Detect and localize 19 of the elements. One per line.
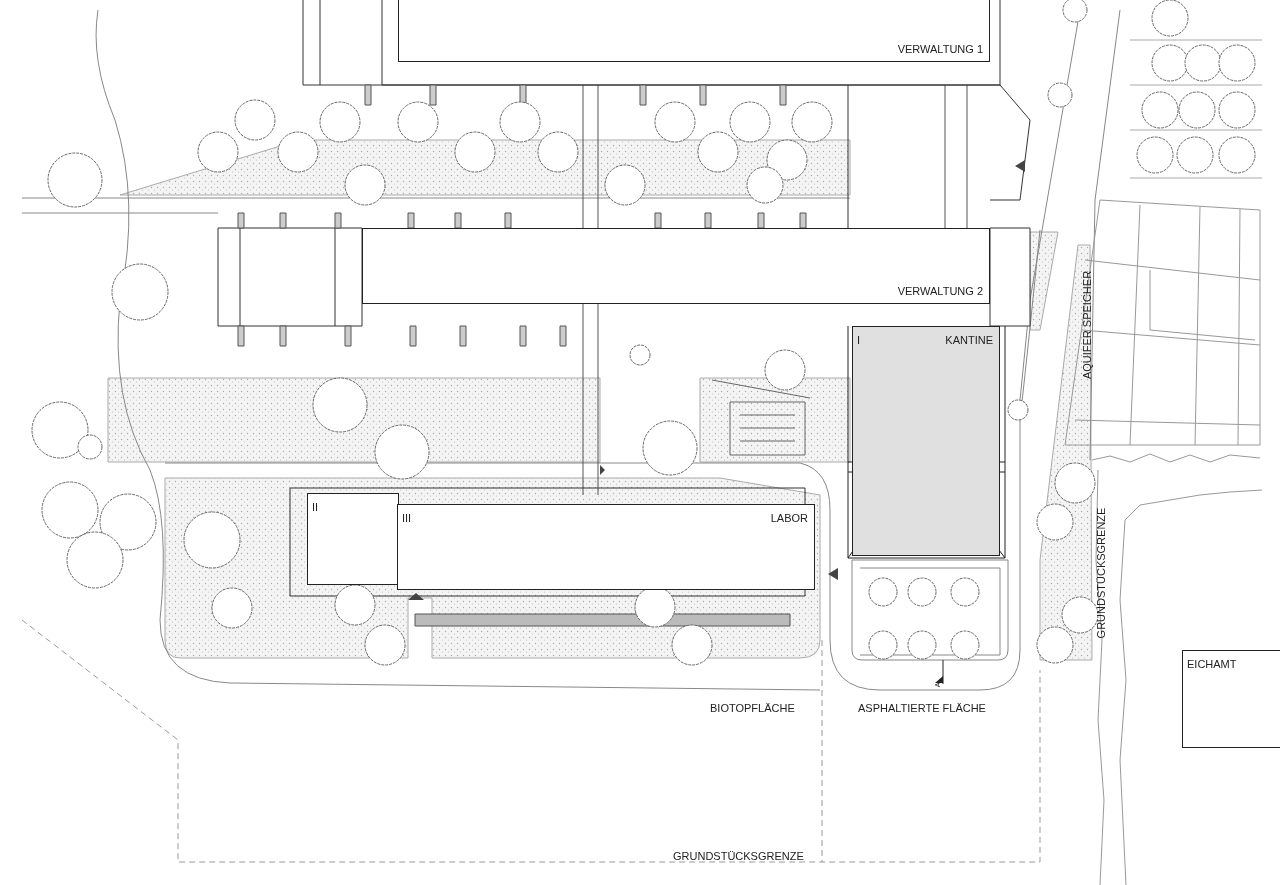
building-label: KANTINE: [945, 335, 993, 346]
building-label: LABOR: [770, 513, 808, 524]
building-label: VERWALTUNG 2: [897, 286, 983, 297]
plan-label: BIOTOPFLÄCHE: [710, 703, 795, 714]
building-label: I: [857, 335, 861, 346]
building-label: EICHAMT: [1187, 659, 1237, 670]
building-label: VERWALTUNG 1: [897, 44, 983, 55]
building-footprint: [1182, 650, 1280, 748]
plan-label: GRUNDSTÜCKSGRENZE: [673, 851, 804, 862]
building-footprint: [397, 504, 815, 590]
building-footprint: [362, 228, 990, 304]
building-label: III: [402, 513, 412, 524]
building-label: AQUIFER SPEICHER: [1081, 270, 1093, 380]
building-label: II: [312, 502, 319, 513]
building-footprint: [852, 326, 1000, 556]
building-footprint: [307, 493, 399, 585]
plan-label: GRUNDSTÜCKSGRENZE: [1095, 507, 1107, 639]
building-footprint: [398, 0, 990, 62]
plan-label: ASPHALTIERTE FLÄCHE: [858, 703, 986, 714]
